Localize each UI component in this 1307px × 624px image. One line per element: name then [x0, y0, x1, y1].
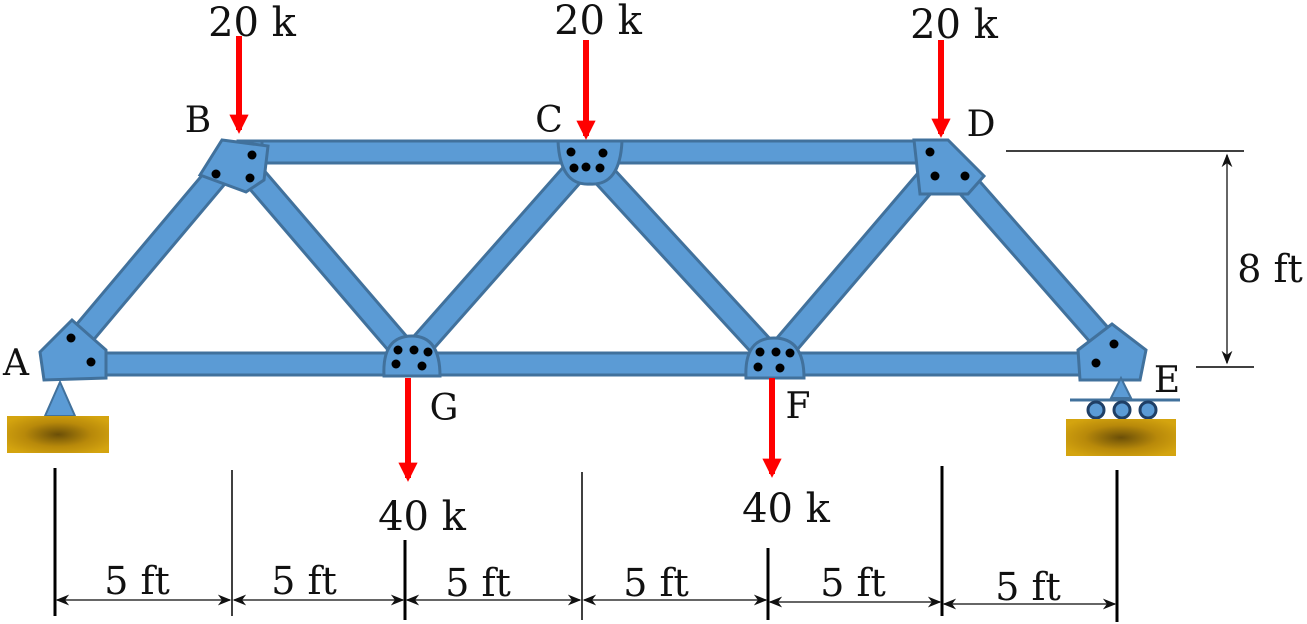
member-fd-fill — [767, 158, 948, 365]
roller-wheel-1 — [1086, 400, 1106, 420]
span-dimensions — [53, 466, 1119, 622]
roller-wheel-2 — [1112, 400, 1132, 420]
load-label-d: 20 k — [910, 2, 999, 48]
node-label-f: F — [786, 386, 811, 427]
node-label-e: E — [1154, 360, 1180, 401]
span-label-2: 5 ft — [271, 559, 337, 603]
height-label: 8 ft — [1237, 247, 1303, 291]
plate-g — [382, 334, 442, 378]
span-label-1: 5 ft — [104, 559, 170, 603]
member-de-fill — [942, 158, 1116, 352]
load-label-c: 20 k — [554, 0, 643, 44]
plate-d — [912, 138, 987, 196]
span-label-4: 5 ft — [623, 561, 689, 605]
load-label-b: 20 k — [208, 0, 297, 46]
span-label-6: 5 ft — [995, 565, 1061, 609]
node-label-c: C — [535, 100, 563, 141]
member-ab-fill — [62, 153, 238, 357]
roller-triangle — [1109, 375, 1133, 399]
member-gc-fill — [402, 153, 593, 365]
node-label-d: D — [967, 104, 996, 145]
node-label-b: B — [185, 100, 211, 141]
gusset-plates — [38, 138, 1148, 382]
member-bottom-chord-top — [98, 351, 1092, 377]
load-arrows — [229, 36, 951, 482]
pin-triangle — [43, 379, 77, 417]
roller-wheel-3 — [1138, 400, 1158, 420]
member-bg-fill — [232, 153, 418, 365]
node-label-g: G — [430, 388, 459, 429]
bolts — [66, 147, 1119, 373]
span-label-5: 5 ft — [820, 561, 886, 605]
load-label-g: 40 k — [378, 494, 467, 540]
ground-right — [1066, 419, 1176, 456]
ground-left — [7, 416, 109, 453]
pin-support-left — [7, 379, 109, 453]
load-label-f: 40 k — [742, 486, 831, 532]
member-cf-fill — [582, 153, 780, 365]
height-dimension — [1006, 150, 1254, 368]
roller-support-right — [1066, 375, 1180, 456]
span-label-3: 5 ft — [445, 561, 511, 605]
node-label-a: A — [2, 343, 30, 384]
